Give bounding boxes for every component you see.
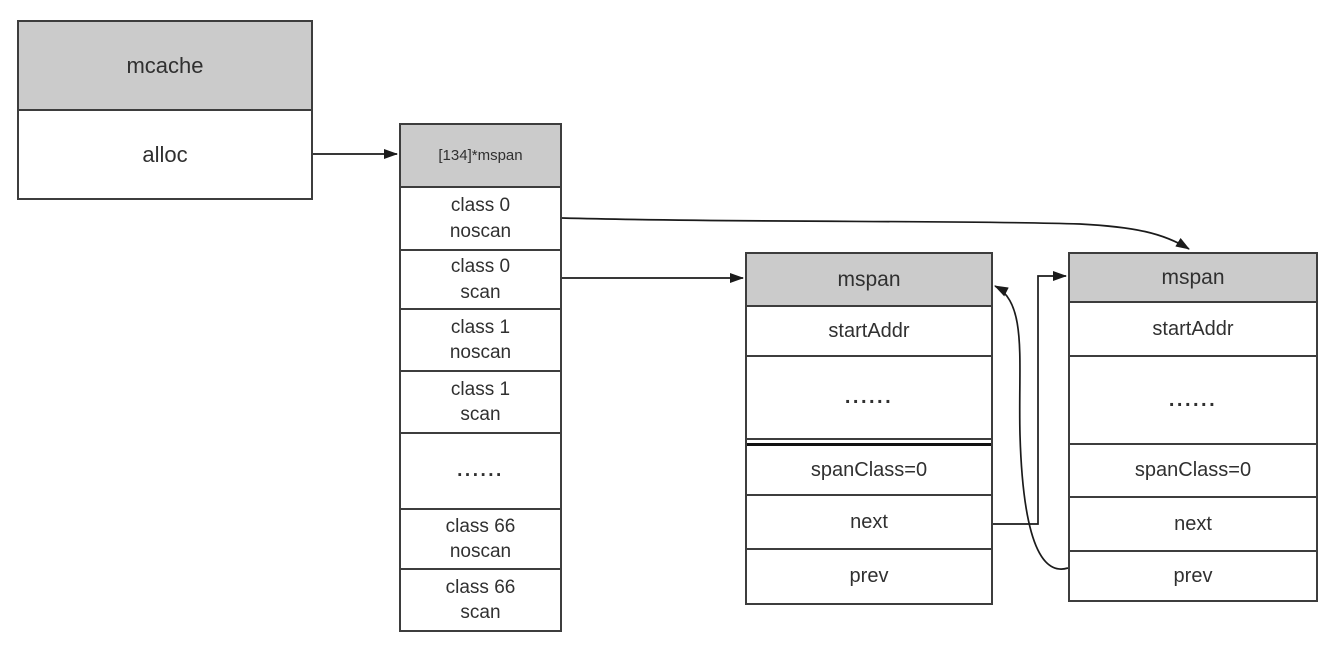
cell-mspan-array-5: class 66 noscan (401, 508, 560, 568)
edge-class0-noscan-to-right-mspan (561, 217, 1190, 250)
cell-mspan-left-0: startAddr (828, 319, 910, 342)
cell-mspan-left-1: ...... (747, 355, 991, 438)
cell-mspan-array-3: class 1 scan (401, 370, 560, 432)
mcache-cells: alloc (19, 111, 311, 198)
cell-mspan-array-4: ...... (401, 432, 560, 508)
cell-mspan-array-2: class 1 noscan (401, 308, 560, 370)
cell-mcache-0: alloc (142, 141, 188, 167)
mcache-title: mcache (19, 22, 311, 111)
edge-right-prev-to-left-mspan (994, 285, 1069, 570)
cell-mspan-array-6: class 66 scan (401, 568, 560, 630)
mspan-array-title: [134]*mspan (401, 125, 560, 188)
cell-mspan-right-3: next (1070, 496, 1316, 550)
thick-divider (747, 438, 991, 443)
cell-mspan-right-2: spanClass=0 (1070, 443, 1316, 496)
cell-mspan-right-0: startAddr (1152, 317, 1234, 340)
edge-left-next-to-right-mspan (993, 271, 1067, 525)
cell-mspan-right-4: prev (1070, 550, 1316, 600)
cell-mspan-array-0: class 0 noscan (449, 195, 512, 242)
mspan-right-title: mspan (1070, 254, 1316, 303)
cell-mspan-array-1: class 0 scan (401, 249, 560, 308)
mcache-box: mcache alloc (17, 20, 313, 200)
cell-mspan-right-1: ...... (1070, 355, 1316, 443)
cell-mspan-left-3: next (747, 494, 991, 548)
cell-mspan-left-2: spanClass=0 (747, 443, 991, 494)
cell-mspan-left-4: prev (747, 548, 991, 603)
mspan-left-title: mspan (747, 254, 991, 307)
